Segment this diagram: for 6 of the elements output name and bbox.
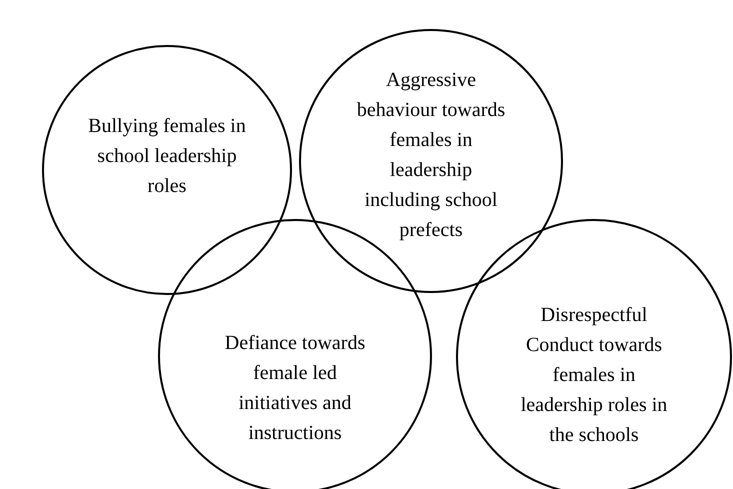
circle-label: Aggressive behaviour towards females in leadership including school prefects	[356, 68, 506, 243]
circle-label: Defiance towards female led initiatives and instructions	[224, 331, 366, 446]
circle-label: Bullying females in school leadership roles	[87, 114, 247, 199]
circle-label: Disrespectful Conduct towards females in leadership roles in the schools	[520, 303, 668, 448]
category-circle	[299, 29, 563, 293]
category-circle	[42, 45, 292, 295]
